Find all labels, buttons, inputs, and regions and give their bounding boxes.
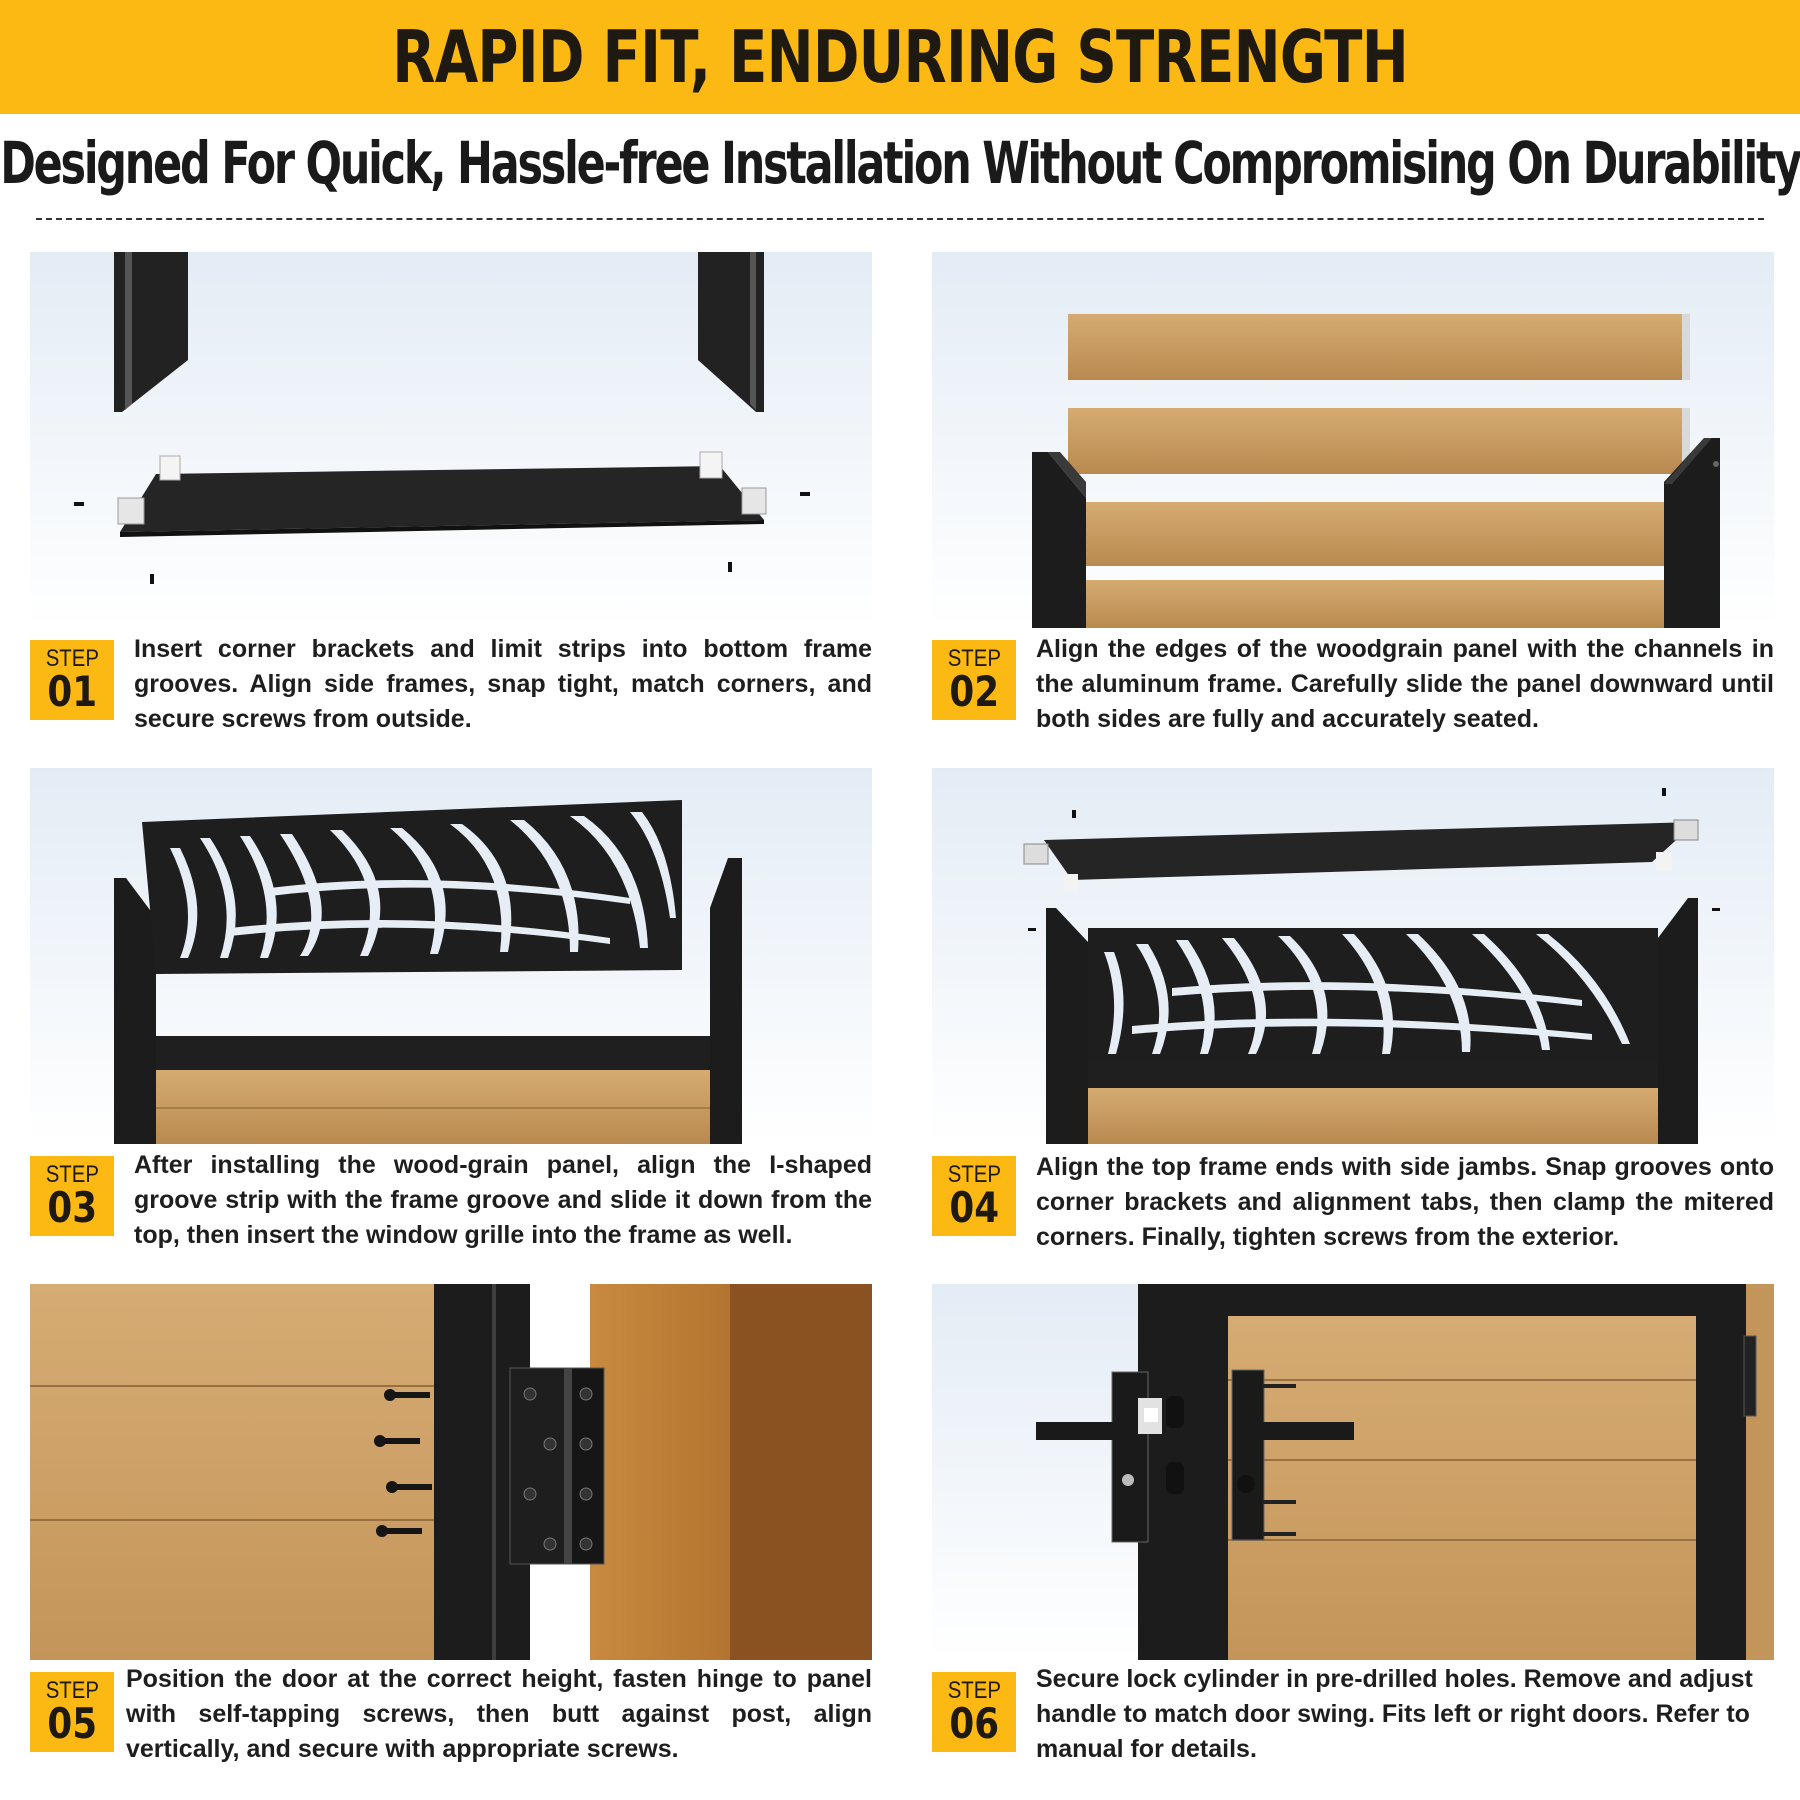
lock-installation-image (932, 1284, 1774, 1660)
step-03-illustration (30, 768, 872, 1144)
step-card-05: STEP 05 Position the door at the correct… (30, 1284, 872, 1776)
subtitle-text: Designed For Quick, Hassle-free Installa… (0, 129, 1800, 197)
header-banner: RAPID FIT, ENDURING STRENGTH (0, 0, 1800, 114)
step-badge-04: STEP 04 (932, 1156, 1016, 1236)
hinge-mounting-image (30, 1284, 872, 1660)
subtitle: Designed For Quick, Hassle-free Installa… (0, 122, 1800, 204)
step-badge-05: STEP 05 (30, 1672, 114, 1752)
step-card-04: STEP 04 Align the top frame ends with si… (932, 768, 1774, 1258)
bottom-frame-assembly-image (30, 252, 872, 628)
dashed-divider (36, 218, 1764, 220)
step-label: STEP (45, 1677, 99, 1704)
step-label: STEP (45, 645, 99, 672)
step-card-03: STEP 03 After installing the wood-grain … (30, 768, 872, 1258)
wood-panel-insertion-image (932, 252, 1774, 628)
step-badge-01: STEP 01 (30, 640, 114, 720)
step-card-01: STEP 01 Insert corner brackets and limit… (30, 252, 872, 742)
step-number: 02 (949, 667, 999, 716)
step-number: 01 (47, 667, 97, 716)
step-number: 03 (47, 1183, 97, 1232)
step-06-text: Secure lock cylinder in pre-drilled hole… (1036, 1665, 1753, 1763)
step-label: STEP (45, 1161, 99, 1188)
step-card-06: STEP 06 Secure lock cylinder in pre-dril… (932, 1284, 1774, 1776)
step-number: 06 (949, 1699, 999, 1748)
step-05-text: Position the door at the correct height,… (126, 1665, 872, 1763)
step-02-illustration (932, 252, 1774, 628)
grille-insertion-image (30, 768, 872, 1144)
step-badge-06: STEP 06 (932, 1672, 1016, 1752)
step-04-illustration (932, 768, 1774, 1144)
step-number: 04 (949, 1183, 999, 1232)
step-label: STEP (947, 645, 1001, 672)
step-05-illustration (30, 1284, 872, 1660)
step-number: 05 (47, 1699, 97, 1748)
step-03-text: After installing the wood-grain panel, a… (134, 1151, 872, 1249)
step-01-illustration (30, 252, 872, 628)
step-label: STEP (947, 1161, 1001, 1188)
step-card-02: STEP 02 Align the edges of the woodgrain… (932, 252, 1774, 742)
banner-title: RAPID FIT, ENDURING STRENGTH (392, 15, 1408, 99)
step-badge-02: STEP 02 (932, 640, 1016, 720)
step-06-illustration (932, 1284, 1774, 1660)
top-frame-assembly-image (932, 768, 1774, 1144)
step-01-text: Insert corner brackets and limit strips … (134, 635, 872, 733)
step-label: STEP (947, 1677, 1001, 1704)
step-badge-03: STEP 03 (30, 1156, 114, 1236)
step-04-text: Align the top frame ends with side jambs… (1036, 1153, 1774, 1251)
step-02-text: Align the edges of the woodgrain panel w… (1036, 635, 1774, 733)
